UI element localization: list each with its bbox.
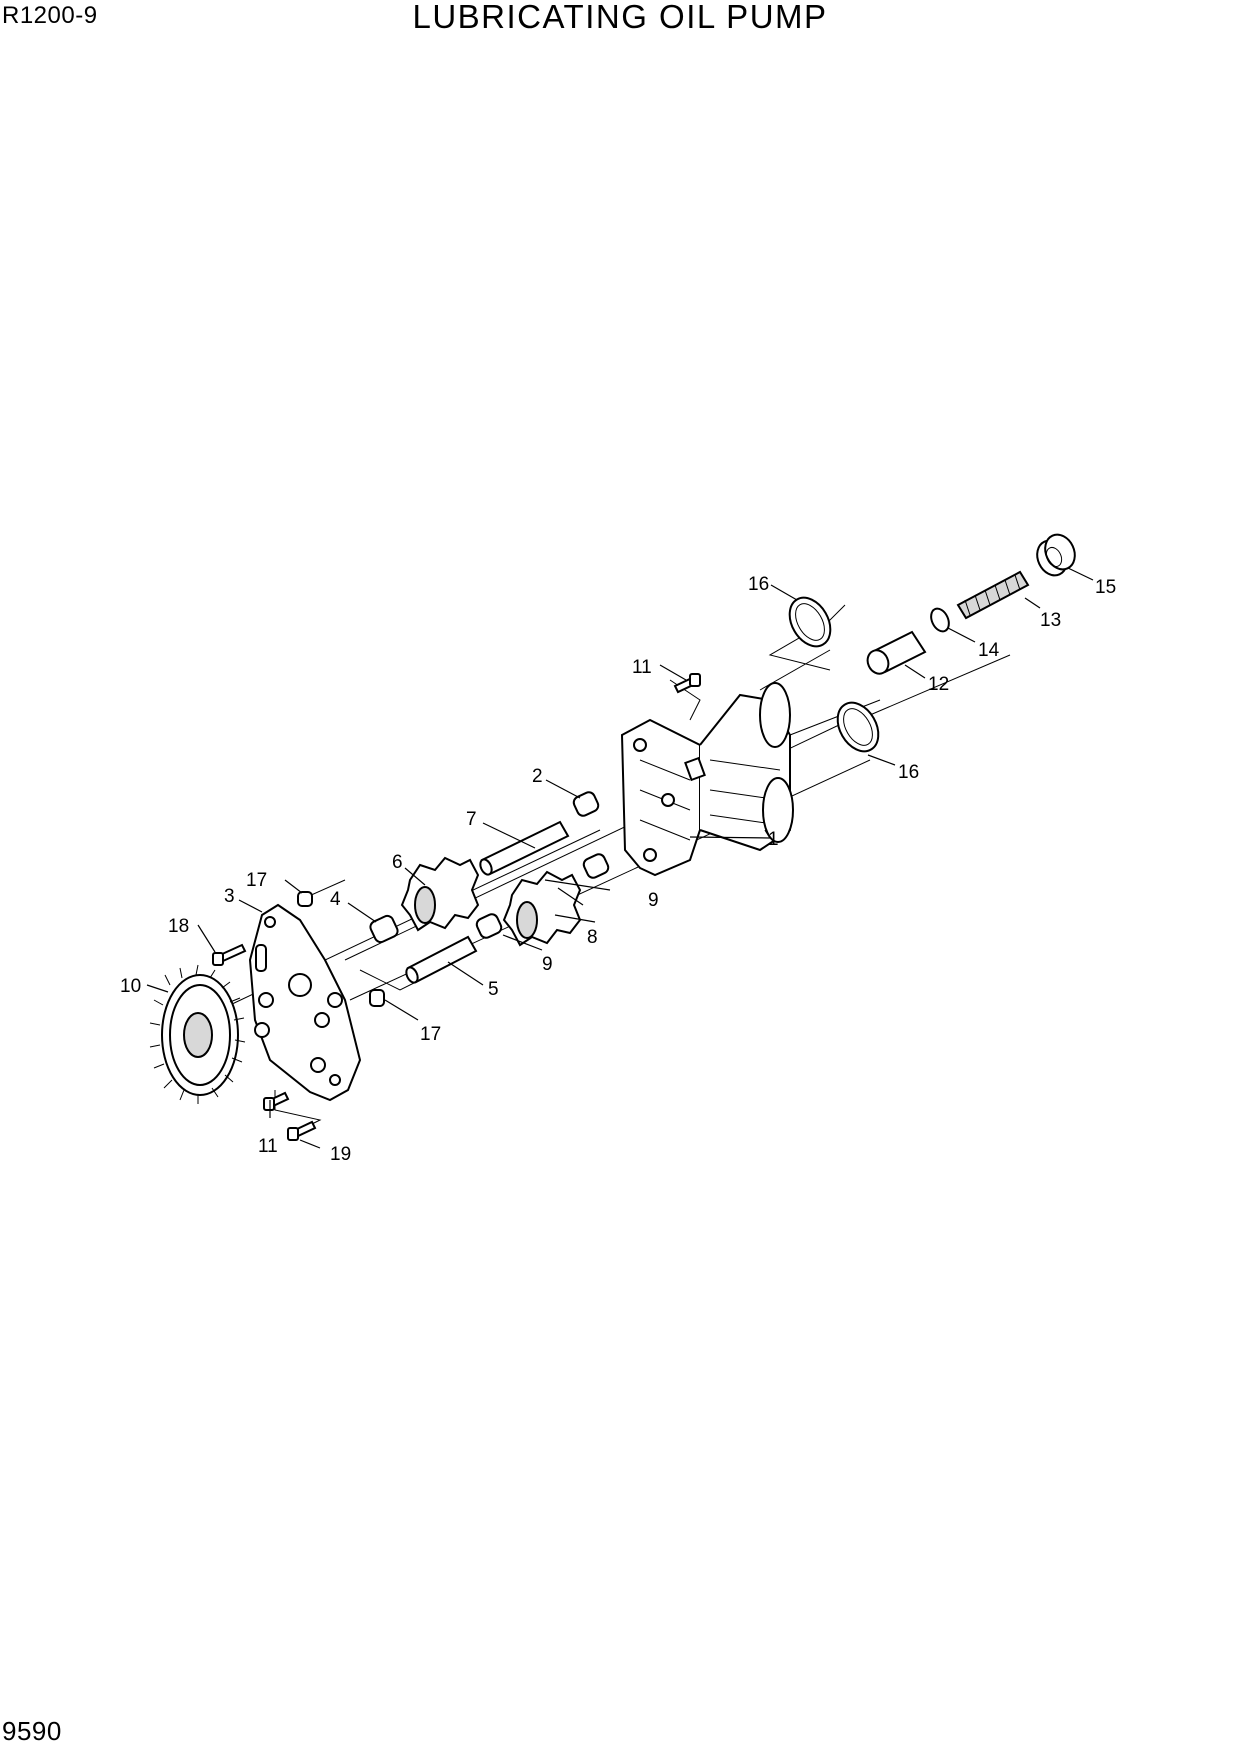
page-number: 9590 <box>2 1716 62 1746</box>
callout-5: 5 <box>488 979 499 1000</box>
callout-12: 12 <box>928 674 949 695</box>
part-1-pump-housing <box>620 682 794 877</box>
callout-9-upper: 9 <box>648 890 659 911</box>
part-15-plug <box>1036 533 1076 577</box>
callout-9-lower: 9 <box>542 954 553 975</box>
part-12-sleeve <box>866 630 927 675</box>
callout-16-top: 16 <box>748 574 769 595</box>
part-2-bushing <box>572 791 600 817</box>
leader-lines <box>146 567 1094 1149</box>
part-3-cover-plate <box>248 903 362 1102</box>
part-17-dowel-pins <box>297 891 385 1007</box>
part-6-drive-gear <box>400 856 480 932</box>
callout-11-bottom: 11 <box>258 1136 278 1157</box>
callout-2: 2 <box>532 766 543 787</box>
page-title: LUBRICATING OIL PUMP <box>412 0 828 35</box>
callout-17-top: 17 <box>246 870 267 891</box>
callout-3: 3 <box>224 886 235 907</box>
callout-1: 1 <box>768 829 779 850</box>
callout-10: 10 <box>120 976 141 997</box>
part-18-bolt <box>212 943 247 966</box>
callout-19: 19 <box>330 1144 351 1165</box>
model-code: R1200-9 <box>2 2 98 29</box>
part-4-bushing <box>369 914 399 944</box>
callout-labels: 1 2 3 4 5 6 7 8 9 9 10 11 11 12 13 14 15… <box>120 574 1116 1165</box>
part-9-bushings <box>475 853 610 939</box>
part-19-bolt <box>287 1120 317 1141</box>
callout-4: 4 <box>330 889 341 910</box>
callout-13: 13 <box>1040 610 1061 631</box>
callout-11-top: 11 <box>632 657 652 678</box>
callout-8: 8 <box>587 927 598 948</box>
callout-15: 15 <box>1095 577 1116 598</box>
callout-14: 14 <box>978 640 1000 661</box>
part-13-spring <box>956 570 1030 620</box>
callout-18: 18 <box>168 916 189 937</box>
part-5-shaft <box>405 935 478 984</box>
part-7-shaft <box>479 820 570 876</box>
part-11-bolts <box>263 673 701 1111</box>
part-14-washer <box>930 607 950 633</box>
callout-7: 7 <box>466 809 477 830</box>
callout-6: 6 <box>392 852 403 873</box>
callout-16-bottom: 16 <box>898 762 919 783</box>
part-16-o-rings <box>788 596 880 753</box>
part-8-driven-gear <box>502 870 582 947</box>
callout-17-bottom: 17 <box>420 1024 441 1045</box>
part-10-drive-gear <box>149 964 246 1104</box>
